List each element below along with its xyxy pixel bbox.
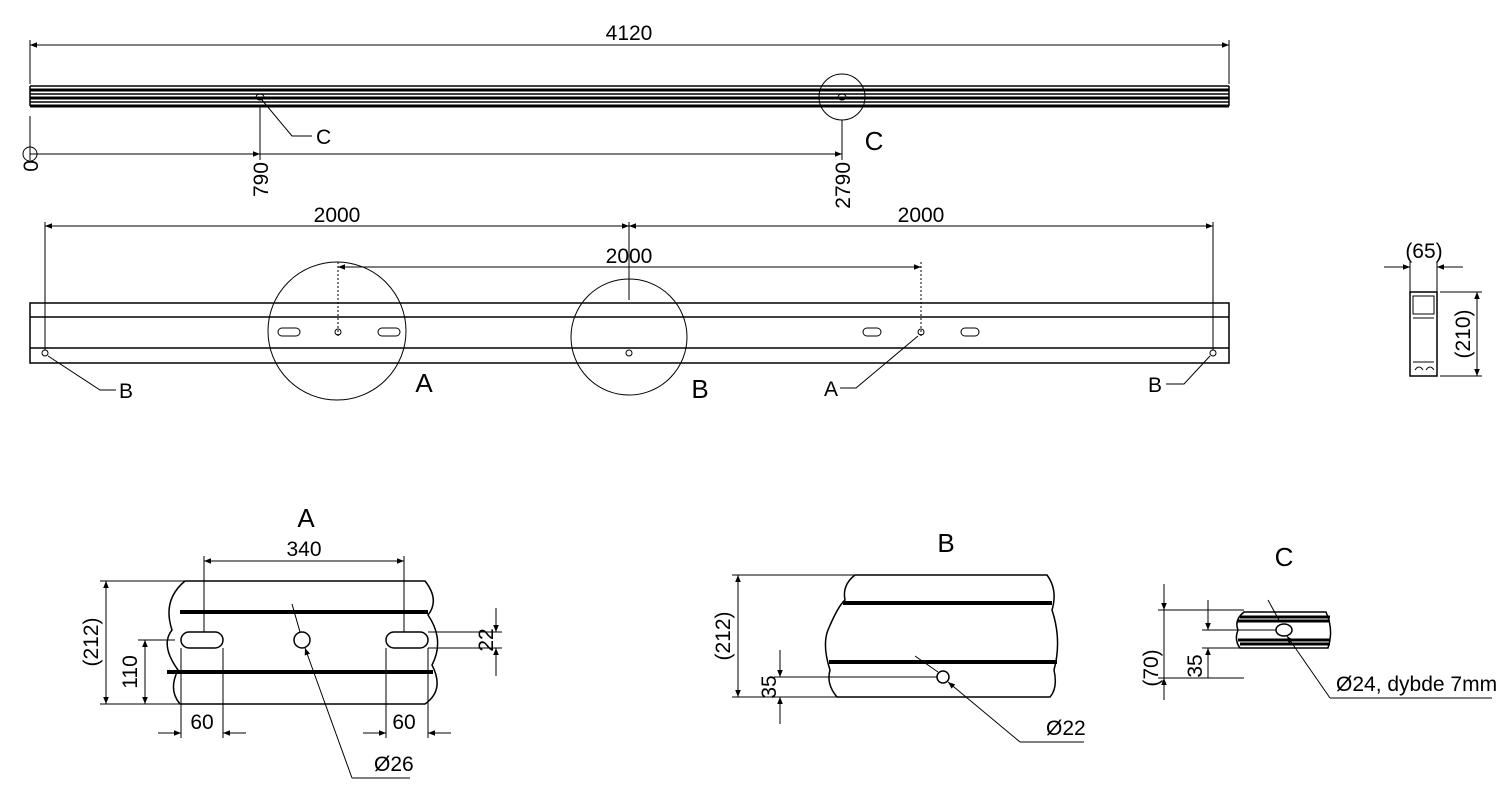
- origin-label: 0: [20, 160, 43, 172]
- slot: [960, 327, 980, 337]
- leader-line: [304, 647, 353, 779]
- overall-length-label: 4120: [606, 22, 653, 45]
- hole: [293, 631, 311, 649]
- hole-offset-label: 35: [758, 675, 781, 698]
- slot: [377, 327, 401, 337]
- detail-a-height-label: (212): [80, 617, 103, 666]
- hole: [1209, 349, 1217, 357]
- hole: [41, 349, 49, 357]
- center-mark: [914, 655, 939, 673]
- detail-a-title: A: [297, 503, 315, 533]
- center-mark: [1267, 599, 1281, 623]
- detail-circle-b: [570, 278, 688, 396]
- detail-a-label: A: [415, 368, 433, 398]
- profile-detail: [1414, 366, 1435, 371]
- hole: [625, 349, 633, 357]
- detail-b: B (212) 35 Ø22: [712, 528, 1086, 743]
- detail-circle-a: [267, 261, 407, 401]
- slot-spacing-label: 340: [286, 538, 321, 561]
- slot: [277, 327, 301, 337]
- leader-line: [1166, 355, 1211, 385]
- slot: [862, 327, 882, 337]
- slot-right: [385, 631, 429, 649]
- detail-c-height-label: (70): [1140, 649, 1163, 686]
- rail-front: [29, 302, 1230, 364]
- detail-b-label: B: [691, 374, 708, 404]
- leader-line: [261, 99, 312, 137]
- hole: [1275, 623, 1293, 637]
- callout-c: C: [316, 126, 331, 149]
- detail-a: A 340 (212) 110 22 60: [80, 503, 502, 779]
- leader-line: [1286, 635, 1331, 699]
- hole-diameter-label: Ø22: [1046, 717, 1086, 740]
- slot-left: [180, 631, 224, 649]
- detail-a-outline: [166, 580, 439, 705]
- detail-c-title: C: [1275, 542, 1294, 572]
- span-middle-label: 2000: [606, 245, 653, 268]
- callout-b-right: B: [1148, 374, 1162, 397]
- hole-mark: [255, 93, 265, 101]
- leader-line: [47, 355, 116, 391]
- section-width-label: (65): [1405, 240, 1442, 263]
- section-height-label: (210): [1452, 309, 1475, 358]
- profile-cavity: [1412, 295, 1435, 315]
- hole: [917, 328, 925, 336]
- front-view: 2000 2000 2000 A B B A B: [29, 204, 1230, 404]
- detail-b-height-label: (212): [712, 611, 735, 660]
- section-view: (65) (210): [1384, 240, 1482, 377]
- leader-line: [840, 335, 919, 389]
- offset-label: 35: [1184, 654, 1207, 677]
- section-profile: [1409, 291, 1438, 377]
- slot-width-right-label: 60: [392, 711, 415, 734]
- detail-c-label: C: [865, 126, 884, 156]
- span-left-label: 2000: [314, 204, 361, 227]
- detail-b-outline: [824, 574, 1059, 698]
- center-mark: [291, 603, 301, 633]
- hole: [936, 670, 950, 684]
- detail-c-outline: [1235, 611, 1332, 649]
- callout-b-left: B: [119, 380, 133, 403]
- detail-b-title: B: [937, 528, 954, 558]
- inner-height-label: 110: [119, 655, 142, 688]
- hole-note-label: Ø24, dybde 7mm: [1336, 673, 1497, 696]
- ordinate-label: 2790: [832, 162, 855, 209]
- ordinate-label: 790: [250, 162, 273, 197]
- hole: [334, 328, 342, 336]
- hole-mark: [837, 93, 847, 101]
- rail-top: [29, 85, 1230, 108]
- leader-line: [947, 681, 1021, 743]
- hole-diameter-label: Ø26: [374, 753, 414, 776]
- slot-width-left-label: 60: [190, 711, 213, 734]
- top-view: 4120 C C 0 790 2790: [20, 22, 1230, 209]
- slot-height-label: 22: [475, 628, 498, 651]
- detail-c: C (70) 35 Ø24, dybde 7mm: [1140, 542, 1497, 700]
- span-right-label: 2000: [898, 204, 945, 227]
- callout-a: A: [824, 378, 838, 401]
